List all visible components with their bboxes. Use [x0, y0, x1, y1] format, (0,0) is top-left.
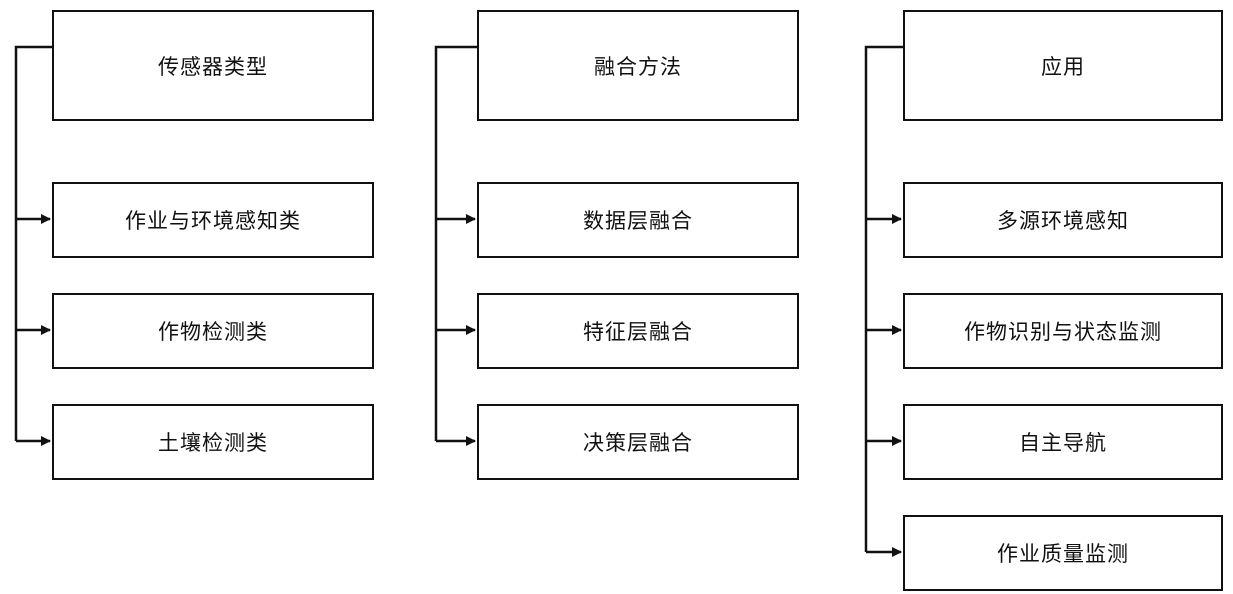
application-item-3: 自主导航	[903, 404, 1223, 480]
column-3-connectors	[864, 45, 903, 557]
fusion-method-item-1: 数据层融合	[477, 182, 799, 258]
item-label: 作业与环境感知类	[125, 209, 301, 233]
column-3-trunk	[864, 45, 903, 552]
header-label: 应用	[1041, 54, 1085, 79]
sensor-type-item-2: 作物检测类	[52, 293, 374, 369]
application-item-2: 作物识别与状态监测	[903, 293, 1223, 369]
column-2-connectors	[434, 45, 477, 446]
header-label: 传感器类型	[158, 54, 268, 79]
fusion-method-header: 融合方法	[477, 10, 799, 121]
fusion-method-item-3: 决策层融合	[477, 404, 799, 480]
item-label: 作物检测类	[158, 320, 268, 344]
header-label: 融合方法	[594, 54, 682, 79]
application-item-1: 多源环境感知	[903, 182, 1223, 258]
item-label: 作业质量监测	[997, 542, 1129, 566]
fusion-method-item-2: 特征层融合	[477, 293, 799, 369]
sensor-type-item-3: 土壤检测类	[52, 404, 374, 480]
item-label: 数据层融合	[583, 209, 693, 233]
column-1-trunk	[14, 45, 52, 441]
item-label: 自主导航	[1019, 431, 1107, 455]
item-label: 多源环境感知	[997, 209, 1129, 233]
application-header: 应用	[903, 10, 1223, 121]
sensor-type-header: 传感器类型	[52, 10, 374, 121]
application-item-4: 作业质量监测	[903, 515, 1223, 591]
item-label: 决策层融合	[583, 431, 693, 455]
sensor-type-item-1: 作业与环境感知类	[52, 182, 374, 258]
column-1-connectors	[14, 45, 52, 446]
item-label: 土壤检测类	[158, 431, 268, 455]
item-label: 特征层融合	[583, 320, 693, 344]
column-2-trunk	[434, 45, 477, 441]
item-label: 作物识别与状态监测	[964, 320, 1162, 344]
